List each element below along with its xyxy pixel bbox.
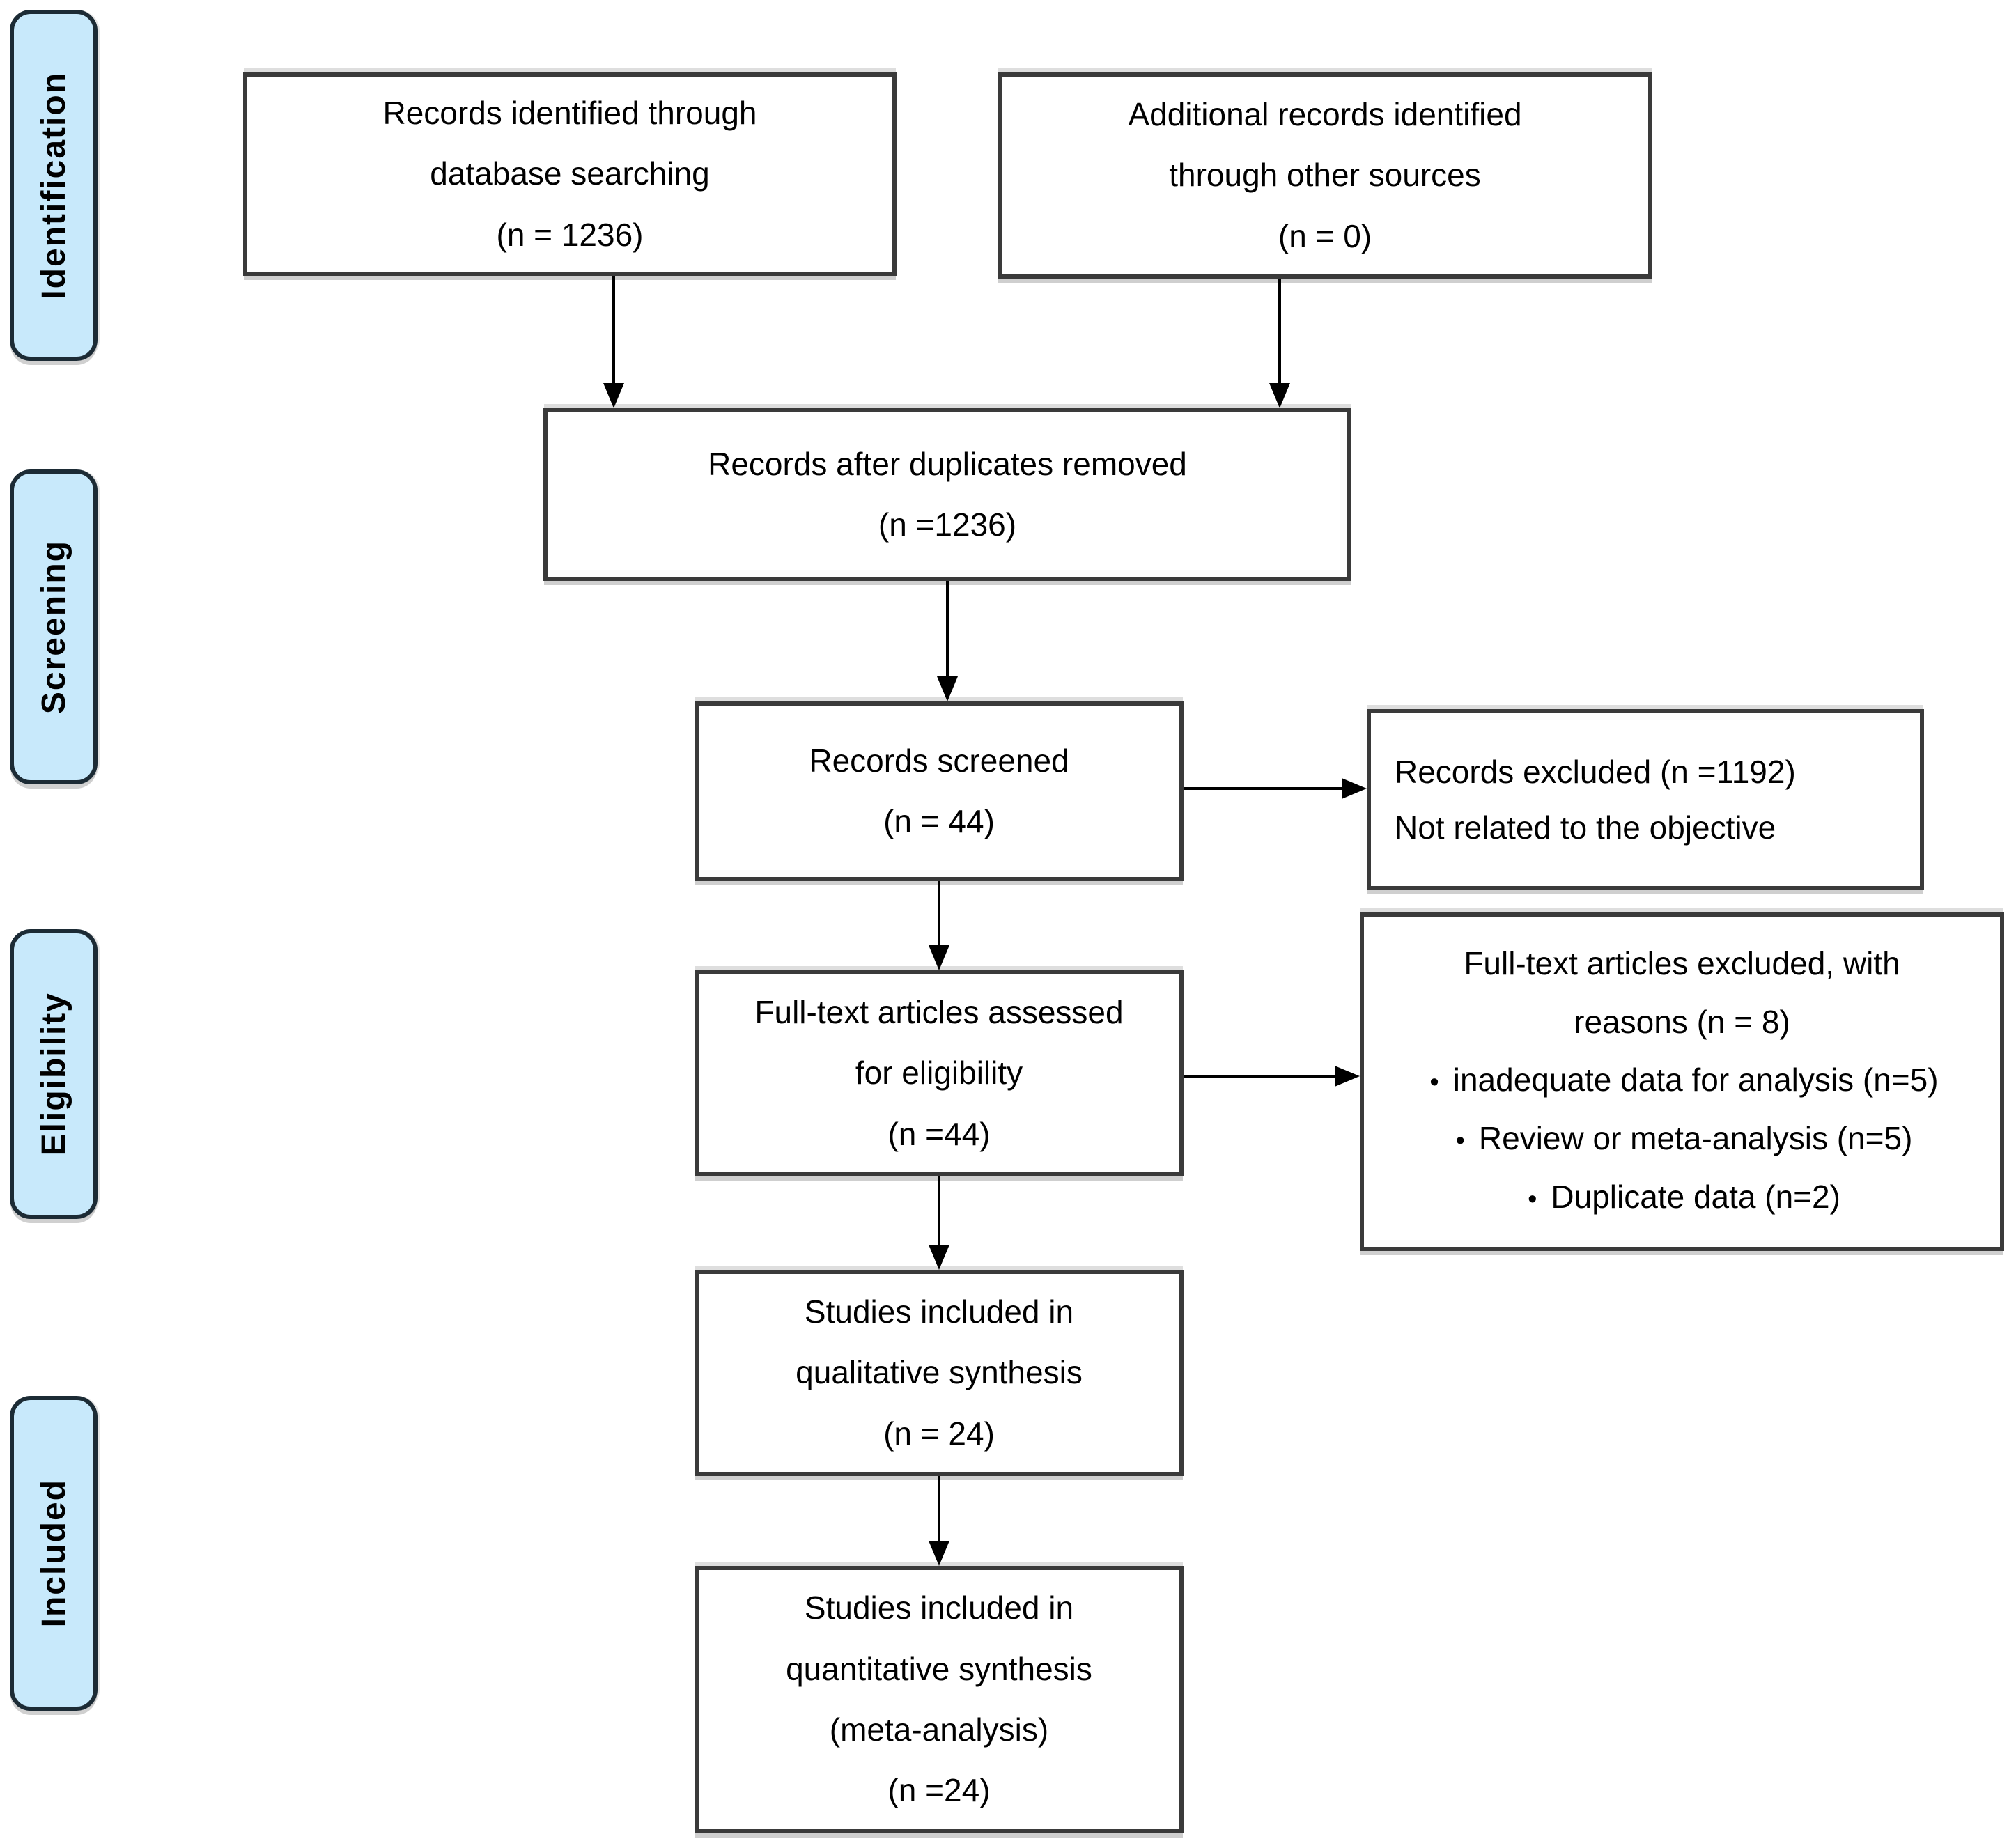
box-line: quantitative synthesis bbox=[786, 1650, 1092, 1687]
exclusion-reason-item: • Review or meta-analysis (n=5) bbox=[1452, 1110, 1913, 1168]
box-line: Full-text articles assessed bbox=[754, 993, 1124, 1030]
box-qualitative-synthesis: Studies included in qualitative synthesi… bbox=[695, 1270, 1184, 1476]
arrow-head bbox=[1335, 1066, 1360, 1087]
box-line: Records excluded (n =1192) bbox=[1395, 753, 1796, 790]
box-additional-records: Additional records identified through ot… bbox=[998, 72, 1652, 279]
stage-label-eligibility: Eligibility bbox=[35, 992, 72, 1156]
box-line: (n = 24) bbox=[883, 1415, 995, 1452]
bullet-icon: • bbox=[1429, 1068, 1439, 1098]
box-line: Duplicate data (n=2) bbox=[1551, 1178, 1840, 1215]
arrow-line bbox=[1184, 787, 1343, 790]
box-quantitative-synthesis: Studies included in quantitative synthes… bbox=[695, 1566, 1184, 1833]
box-line: (meta-analysis) bbox=[829, 1711, 1049, 1748]
arrow-line bbox=[1184, 1075, 1336, 1078]
arrow-line bbox=[938, 881, 940, 947]
arrow-head bbox=[1342, 778, 1367, 799]
arrow-head bbox=[929, 1541, 949, 1566]
box-line: Records identified through bbox=[382, 94, 757, 131]
arrow-line bbox=[946, 581, 949, 678]
box-line: reasons (n = 8) bbox=[1574, 1003, 1790, 1040]
box-records-identified: Records identified through database sear… bbox=[243, 72, 897, 276]
stage-bar-screening: Screening bbox=[10, 469, 98, 784]
box-line: Studies included in bbox=[804, 1293, 1074, 1330]
box-line: (n = 44) bbox=[883, 803, 995, 839]
box-line: qualitative synthesis bbox=[796, 1354, 1083, 1391]
box-line: for eligibility bbox=[855, 1055, 1023, 1092]
box-records-excluded: Records excluded (n =1192) Not related t… bbox=[1367, 709, 1924, 890]
box-line: inadequate data for analysis (n=5) bbox=[1452, 1062, 1939, 1098]
box-fulltext-assessed: Full-text articles assessed for eligibil… bbox=[695, 970, 1184, 1176]
box-line: Additional records identified bbox=[1128, 95, 1522, 132]
stage-label-included: Included bbox=[35, 1479, 72, 1628]
arrow-head bbox=[929, 945, 949, 970]
arrow-line bbox=[1278, 279, 1281, 384]
arrow-line bbox=[612, 276, 615, 384]
box-duplicates-removed: Records after duplicates removed (n =123… bbox=[543, 408, 1351, 581]
box-records-screened: Records screened (n = 44) bbox=[695, 701, 1184, 881]
box-line: (n =1236) bbox=[878, 506, 1017, 543]
box-line: through other sources bbox=[1169, 157, 1481, 194]
box-line: (n = 0) bbox=[1278, 217, 1372, 254]
box-line: Not related to the objective bbox=[1395, 809, 1776, 846]
arrow-line bbox=[938, 1176, 940, 1246]
box-line: (n =24) bbox=[887, 1772, 991, 1809]
box-line: database searching bbox=[430, 155, 710, 192]
bullet-icon: • bbox=[1528, 1184, 1537, 1214]
box-line: Full-text articles excluded, with bbox=[1464, 945, 1900, 981]
arrow-head bbox=[603, 383, 624, 408]
arrow-head bbox=[1269, 383, 1290, 408]
arrow-head bbox=[929, 1245, 949, 1270]
stage-bar-eligibility: Eligibility bbox=[10, 929, 98, 1219]
box-line: (n = 1236) bbox=[496, 216, 644, 253]
box-line: (n =44) bbox=[887, 1115, 991, 1152]
arrow-line bbox=[938, 1476, 940, 1542]
exclusion-reason-item: • inadequate data for analysis (n=5) bbox=[1425, 1051, 1938, 1110]
bullet-icon: • bbox=[1455, 1126, 1465, 1156]
stage-bar-identification: Identification bbox=[10, 10, 98, 361]
arrow-head bbox=[937, 676, 958, 701]
box-line: Studies included in bbox=[804, 1590, 1074, 1626]
stage-label-identification: Identification bbox=[35, 71, 72, 300]
exclusion-reason-item: • Duplicate data (n=2) bbox=[1523, 1168, 1840, 1227]
stage-bar-included: Included bbox=[10, 1396, 98, 1711]
box-line: Records after duplicates removed bbox=[708, 445, 1187, 482]
box-line: Review or meta-analysis (n=5) bbox=[1478, 1120, 1913, 1157]
stage-label-screening: Screening bbox=[35, 539, 72, 715]
box-fulltext-excluded: Full-text articles excluded, with reason… bbox=[1360, 912, 2004, 1251]
box-line: Records screened bbox=[809, 742, 1069, 779]
